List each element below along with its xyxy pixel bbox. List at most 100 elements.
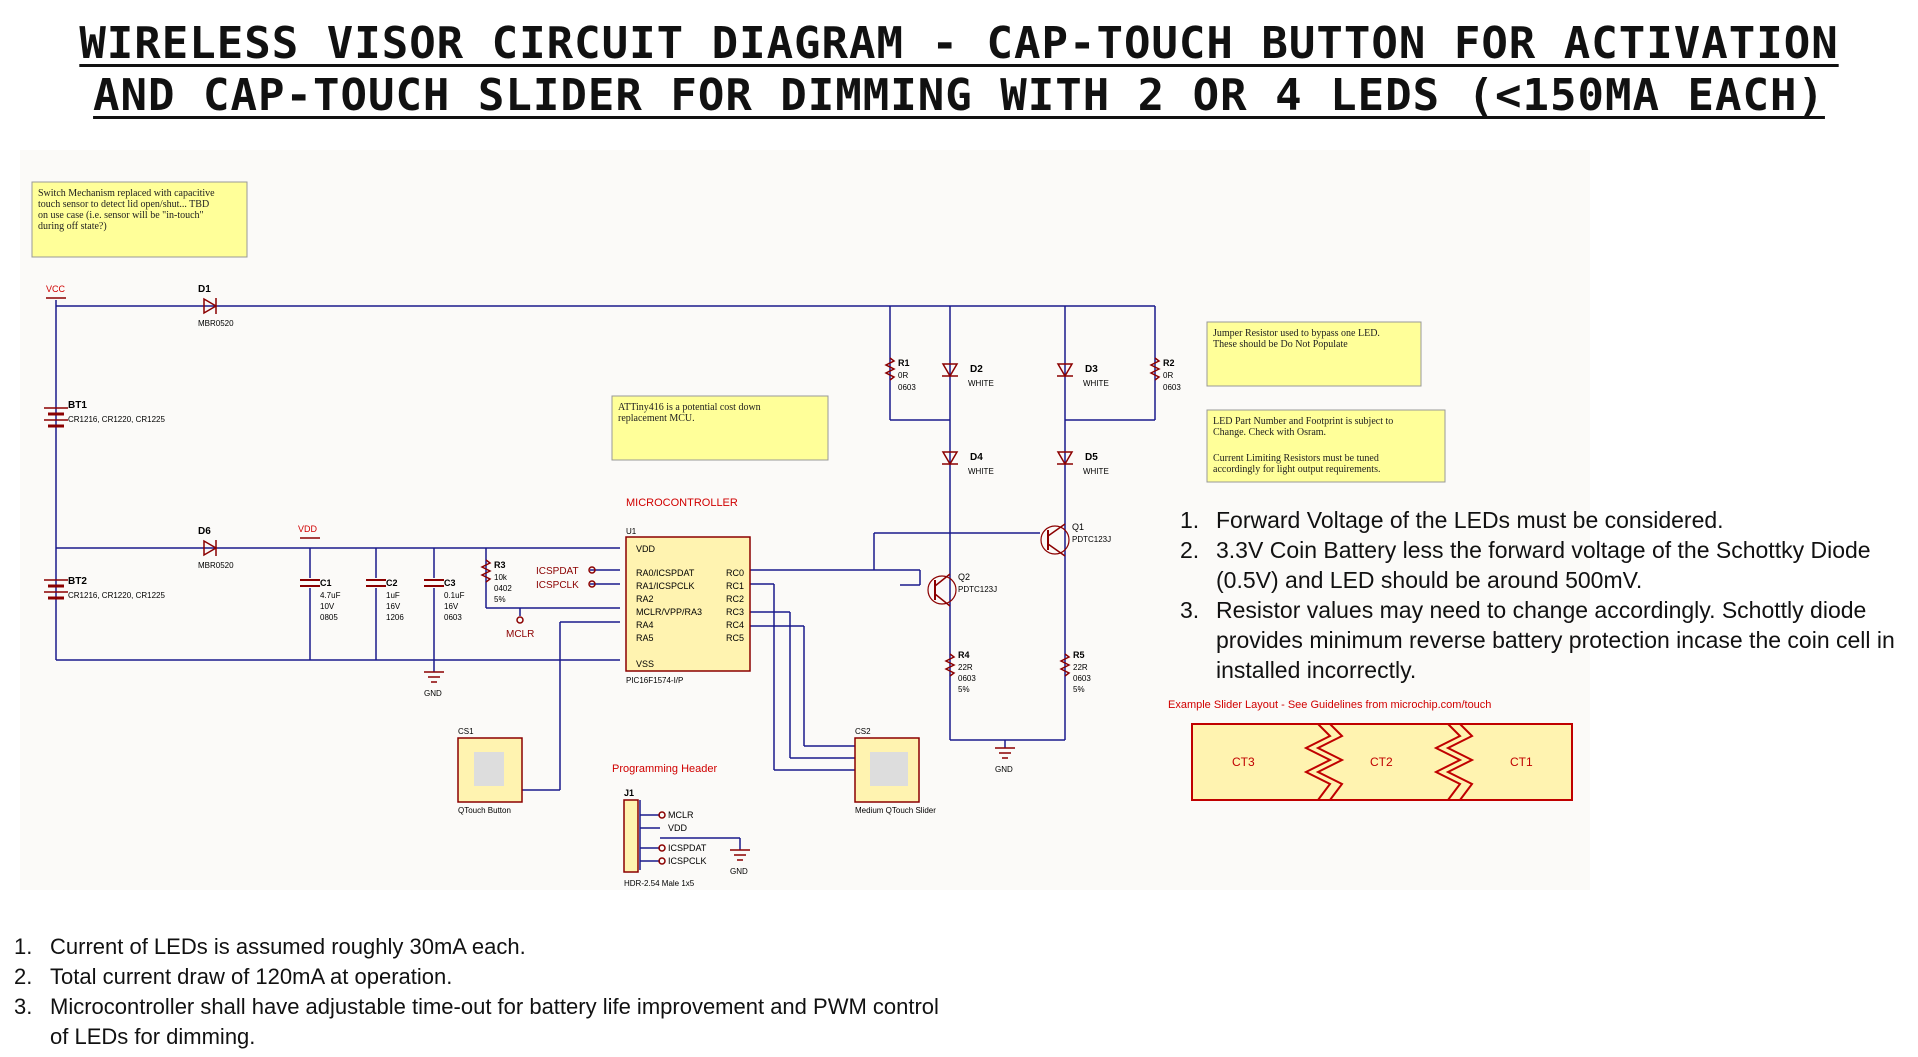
q1-ref: Q1 (1072, 522, 1084, 532)
touch-button-cs1: CS1 QTouch Button (457, 727, 523, 815)
sticky-note-jumper: Jumper Resistor used to bypass one LED. … (1206, 321, 1422, 387)
icspclk-port-icon (588, 580, 596, 588)
slider-segment-ct3: CT3 (1232, 755, 1255, 769)
j1-icspclk: ICSPCLK (668, 856, 707, 866)
capacitor-c2: C2 1uF 16V 1206 (366, 578, 404, 622)
touch-slider-cs2: CS2 Medium QTouch Slider (854, 727, 936, 815)
sticky-switch-line3: on use case (i.e. sensor will be "in-tou… (38, 210, 204, 221)
j1-mclr-port-icon (658, 811, 666, 819)
sticky-note-attiny: ATTiny416 is a potential cost down repla… (611, 395, 829, 461)
j1-icspdat-port-icon (658, 844, 666, 852)
design-notes-right: 1.Forward Voltage of the LEDs must be co… (1180, 505, 1910, 685)
mcu-pin-mclr: MCLR/VPP/RA3 (636, 607, 702, 617)
mcu-pin-vss: VSS (636, 659, 654, 669)
sticky-led-line4: Current Limiting Resistors must be tuned (1213, 453, 1379, 464)
r5-v1: 22R (1073, 663, 1088, 672)
c2-v2: 16V (386, 602, 401, 611)
mcu-pin-rc4: RC4 (726, 620, 744, 630)
gnd-label-right: GND (995, 765, 1013, 774)
resistor-r3: R3 10k 0402 5% (480, 559, 512, 604)
led-d3: D3 WHITE (1056, 363, 1109, 388)
c2-v3: 1206 (386, 613, 404, 622)
bt1-value: CR1216, CR1220, CR1225 (68, 415, 165, 424)
u1-ref: U1 (626, 527, 637, 536)
r1-ref: R1 (898, 358, 910, 368)
resistor-r5: R5 22R 0603 5% (1059, 650, 1091, 694)
mcu-pin-ra4: RA4 (636, 620, 654, 630)
sticky-attiny-line2: replacement MCU. (618, 413, 695, 424)
r2-v2: 0603 (1163, 383, 1181, 392)
led-d4: D4 WHITE (941, 451, 994, 476)
d5-value: WHITE (1083, 467, 1109, 476)
vcc-label: VCC (46, 284, 66, 294)
bt1-ref: BT1 (68, 400, 87, 411)
mcu-u1: U1 VDD RA0/ICSPDAT RA1/ICSPCLK RA2 MCLR/… (625, 527, 751, 685)
transistor-q2: Q2 PDTC123J (927, 572, 997, 607)
note-right-3: 3.Resistor values may need to change acc… (1180, 597, 1895, 683)
r2-v1: 0R (1163, 371, 1173, 380)
design-notes-bottom: 1.Current of LEDs is assumed roughly 30m… (14, 932, 954, 1052)
diagram-title-line2: and Cap-Touch slider for dimming with 2 … (93, 70, 1825, 121)
r3-v1: 10k (494, 573, 508, 582)
led-d5: D5 WHITE (1056, 451, 1109, 476)
mclr-test-point (516, 616, 524, 624)
d2-ref: D2 (970, 364, 983, 375)
bt2-ref: BT2 (68, 576, 87, 587)
j1-mclr: MCLR (668, 810, 694, 820)
r5-v3: 5% (1073, 685, 1085, 694)
mcu-pin-ra0: RA0/ICSPDAT (636, 568, 695, 578)
resistor-r2: R2 0R 0603 (1149, 357, 1181, 392)
battery-bt1: BT1 CR1216, CR1220, CR1225 (44, 400, 165, 428)
mcu-pin-vdd: VDD (636, 544, 656, 554)
j1-vdd: VDD (668, 823, 688, 833)
r5-ref: R5 (1073, 650, 1085, 660)
r3-v3: 5% (494, 595, 506, 604)
d5-ref: D5 (1085, 452, 1098, 463)
mcu-pin-rc1: RC1 (726, 581, 744, 591)
cs1-name: QTouch Button (458, 806, 511, 815)
d4-ref: D4 (970, 452, 983, 463)
diode-d6: D6 MBR0520 (198, 526, 234, 570)
d1-ref: D1 (198, 284, 211, 295)
j1-icspclk-port-icon (658, 857, 666, 865)
bt2-value: CR1216, CR1220, CR1225 (68, 591, 165, 600)
c1-v2: 10V (320, 602, 335, 611)
sticky-jumper-line1: Jumper Resistor used to bypass one LED. (1213, 328, 1380, 339)
note-right-2: 2.3.3V Coin Battery less the forward vol… (1180, 537, 1871, 593)
cs1-ref: CS1 (458, 727, 474, 736)
r4-ref: R4 (958, 650, 970, 660)
r1-v2: 0603 (898, 383, 916, 392)
d1-value: MBR0520 (198, 319, 234, 328)
note-bottom-1: 1.Current of LEDs is assumed roughly 30m… (14, 934, 526, 959)
mcu-pin-rc0: RC0 (726, 568, 744, 578)
c2-v1: 1uF (386, 591, 400, 600)
mcu-pin-rc2: RC2 (726, 594, 744, 604)
slider-segment-ct1: CT1 (1510, 755, 1533, 769)
r4-v1: 22R (958, 663, 973, 672)
r3-v2: 0402 (494, 584, 512, 593)
r4-v2: 0603 (958, 674, 976, 683)
sticky-attiny-line1: ATTiny416 is a potential cost down (618, 402, 761, 413)
c2-ref: C2 (386, 578, 398, 588)
slider-layout-title: Example Slider Layout - See Guidelines f… (1168, 699, 1491, 711)
u1-part: PIC16F1574-I/P (626, 676, 683, 685)
programming-header-label: Programming Header (612, 763, 717, 775)
sticky-switch-line2: touch sensor to detect lid open/shut... … (38, 199, 209, 210)
sticky-note-switch: Switch Mechanism replaced with capacitiv… (31, 181, 248, 258)
r2-ref: R2 (1163, 358, 1175, 368)
note-bottom-3: 3.Microcontroller shall have adjustable … (14, 994, 939, 1049)
d3-value: WHITE (1083, 379, 1109, 388)
sticky-switch-line1: Switch Mechanism replaced with capacitiv… (38, 188, 215, 199)
transistor-q1: Q1 PDTC123J (1040, 522, 1111, 557)
j1-part: HDR-2.54 Male 1x5 (624, 879, 695, 888)
sticky-led-line1: LED Part Number and Footprint is subject… (1213, 416, 1393, 427)
icspclk-label: ICSPCLK (536, 580, 579, 591)
sticky-led-line5: accordingly for light output requirement… (1213, 464, 1380, 475)
d3-ref: D3 (1085, 364, 1098, 375)
gnd-symbol-header (730, 849, 750, 861)
cs2-ref: CS2 (855, 727, 871, 736)
note-bottom-2: 2.Total current draw of 120mA at operati… (14, 964, 453, 989)
c1-v3: 0805 (320, 613, 338, 622)
gnd-label-header: GND (730, 867, 748, 876)
header-j1: J1 MCLR VDD ICSPDAT ICSPCLK HDR-2.54 Mal… (623, 788, 707, 888)
